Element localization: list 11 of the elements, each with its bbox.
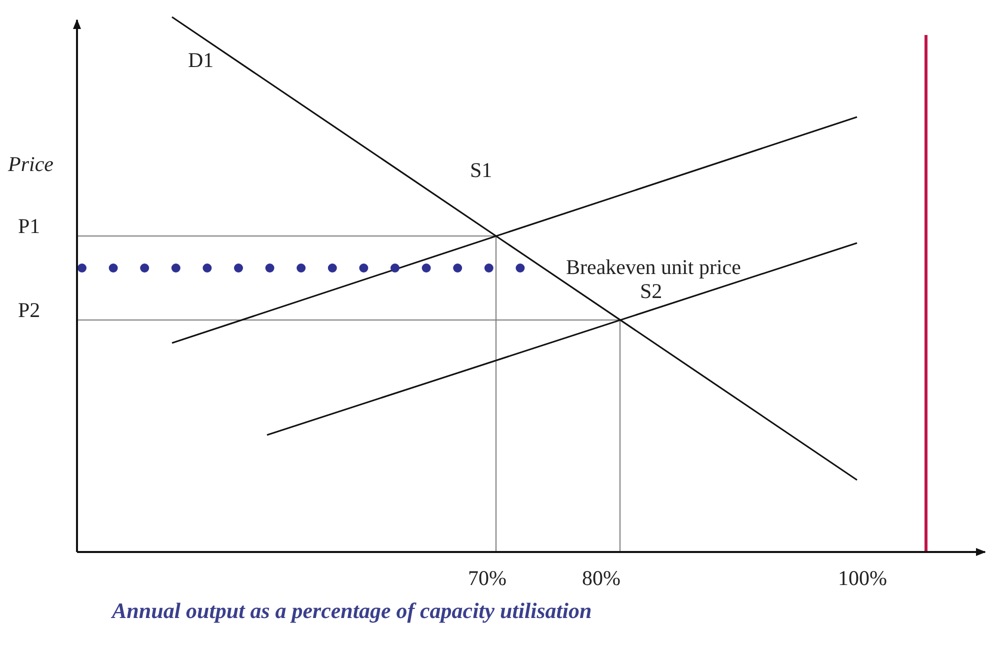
price-label: P1 — [18, 216, 40, 237]
axis-label: Price — [8, 154, 54, 175]
axis-caption: Annual output as a percentage of capacity utilisation — [112, 598, 592, 624]
tick-label: 80% — [582, 568, 620, 589]
point-label: S1 — [470, 160, 492, 181]
point-label: S2 — [640, 281, 662, 302]
price-label: P2 — [18, 300, 40, 321]
tick-label: 100% — [838, 568, 887, 589]
line-label: Breakeven unit price — [566, 257, 741, 278]
curve-label: D1 — [188, 50, 214, 71]
tick-label: 70% — [468, 568, 506, 589]
